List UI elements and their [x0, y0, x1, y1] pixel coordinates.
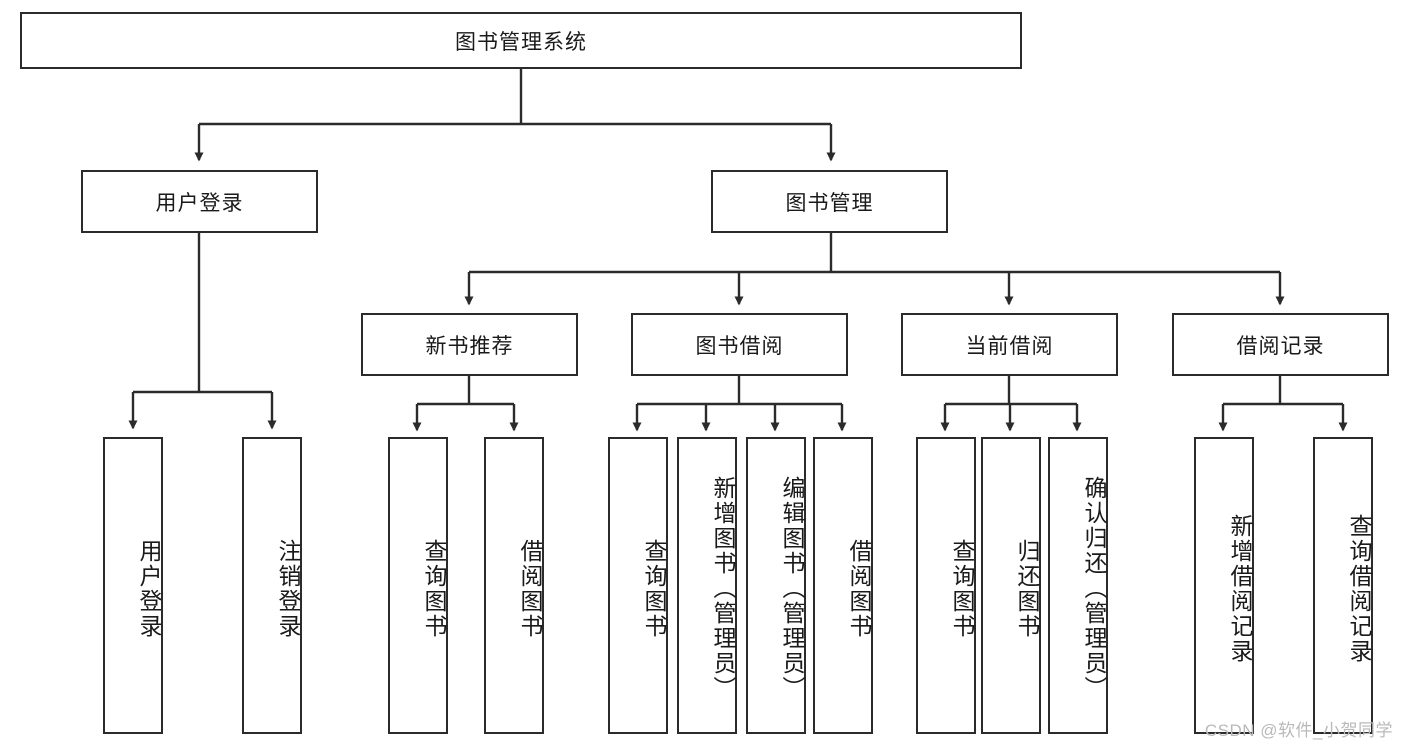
- node-label: 新增借阅记录: [1227, 513, 1253, 664]
- leaf-current-borrow-query-book[interactable]: 查询图书: [916, 437, 976, 734]
- leaf-borrow-record-add-record[interactable]: 新增借阅记录: [1194, 437, 1254, 734]
- leaf-new-book-query-book[interactable]: 查询图书: [388, 437, 448, 734]
- leaf-user-login-login[interactable]: 用户登录: [103, 437, 163, 734]
- node-label: 编辑图书（管理员）: [779, 476, 805, 701]
- node-label: 用户登录: [155, 191, 244, 215]
- node-root-system[interactable]: 图书管理系统: [20, 12, 1022, 69]
- node-label: 用户登录: [136, 538, 162, 639]
- node-label: 借阅记录: [1236, 334, 1325, 358]
- node-label: 查询图书: [641, 538, 667, 639]
- csdn-watermark: CSDN @软件_小贺同学: [1204, 721, 1393, 740]
- leaf-user-login-logout[interactable]: 注销登录: [242, 437, 302, 734]
- node-label: 查询图书: [949, 538, 975, 639]
- leaf-book-borrow-query-book[interactable]: 查询图书: [608, 437, 668, 734]
- node-label: 当前借阅: [965, 334, 1054, 358]
- node-current-borrow[interactable]: 当前借阅: [901, 313, 1118, 376]
- node-label: 查询借阅记录: [1346, 513, 1372, 664]
- node-label: 确认归还（管理员）: [1081, 476, 1107, 701]
- node-label: 归还图书: [1014, 538, 1040, 639]
- node-label: 查询图书: [421, 538, 447, 639]
- node-new-book-recommend[interactable]: 新书推荐: [361, 313, 578, 376]
- leaf-current-borrow-confirm-return-admin[interactable]: 确认归还（管理员）: [1048, 437, 1108, 734]
- node-user-login[interactable]: 用户登录: [81, 170, 318, 233]
- node-label: 新书推荐: [425, 334, 514, 358]
- node-book-manage[interactable]: 图书管理: [711, 170, 948, 233]
- leaf-book-borrow-borrow-book[interactable]: 借阅图书: [813, 437, 873, 734]
- node-borrow-record[interactable]: 借阅记录: [1172, 313, 1389, 376]
- node-label: 图书借阅: [695, 334, 784, 358]
- node-label: 借阅图书: [846, 538, 872, 639]
- node-label: 图书管理: [785, 191, 874, 215]
- node-label: 注销登录: [275, 538, 301, 639]
- leaf-current-borrow-return-book[interactable]: 归还图书: [981, 437, 1041, 734]
- node-label: 新增图书（管理员）: [710, 476, 736, 701]
- node-label: 借阅图书: [517, 538, 543, 639]
- leaf-book-borrow-edit-book-admin[interactable]: 编辑图书（管理员）: [746, 437, 806, 734]
- leaf-book-borrow-add-book-admin[interactable]: 新增图书（管理员）: [677, 437, 737, 734]
- node-label: 图书管理系统: [455, 30, 587, 54]
- leaf-borrow-record-query-record[interactable]: 查询借阅记录: [1313, 437, 1373, 734]
- leaf-new-book-borrow-book[interactable]: 借阅图书: [484, 437, 544, 734]
- node-book-borrow[interactable]: 图书借阅: [631, 313, 848, 376]
